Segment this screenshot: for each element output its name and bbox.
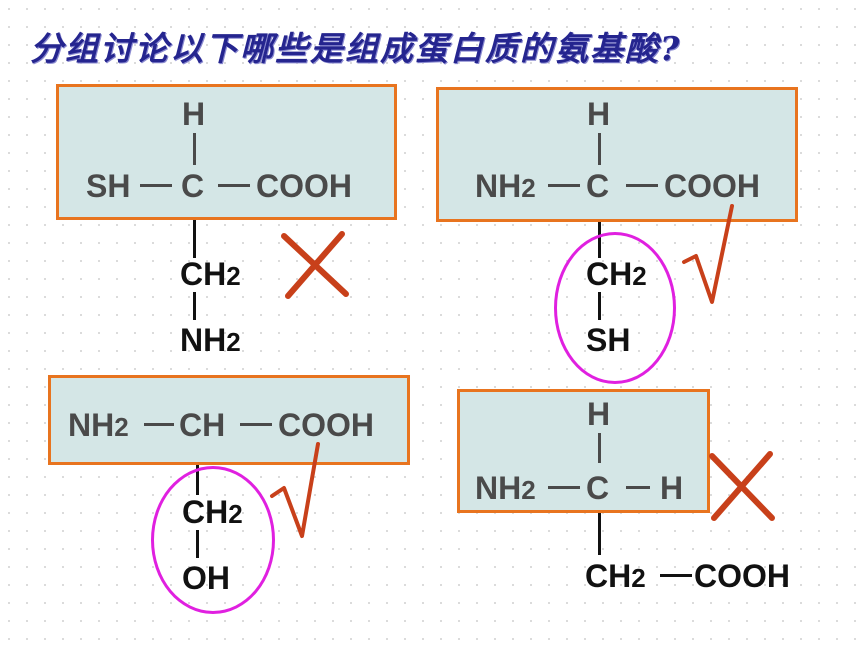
mol2-side-chain-1: CH2 <box>586 256 647 292</box>
molecule-4-box <box>457 389 710 513</box>
page-title: 分组讨论以下哪些是组成蛋白质的氨基酸? <box>30 29 682 68</box>
molecule-2-box <box>436 87 798 222</box>
mol4-bond-top <box>598 433 601 463</box>
mol1-bond-right <box>218 184 250 187</box>
molecule-3-box <box>48 375 410 465</box>
mol1-bond-left <box>140 184 172 187</box>
molecule-1-box <box>56 84 397 220</box>
mol4-left-group: NH2 <box>475 470 536 506</box>
mol3-check-mark <box>270 442 320 538</box>
mol4-central-atom: C <box>586 470 610 506</box>
mol3-left-group: NH2 <box>68 407 129 443</box>
mol2-bond-left <box>548 184 580 187</box>
mol1-side-chain-1: CH2 <box>180 256 241 292</box>
mol4-side-chain-1: CH2 <box>585 558 646 594</box>
mol2-bond-right <box>626 184 658 187</box>
mol4-bond-right <box>626 486 650 489</box>
mol2-side-chain-2: SH <box>586 322 631 358</box>
mol4-h-atom: H <box>587 396 611 432</box>
mol4-cross-mark <box>709 451 775 521</box>
mol2-highlight-ring <box>554 232 676 384</box>
mol1-bond-side <box>193 292 196 320</box>
mol2-bond-top <box>598 133 601 165</box>
mol3-bond-left <box>144 423 174 426</box>
mol1-central-atom: C <box>181 168 205 204</box>
mol3-side-chain-2: OH <box>182 560 230 596</box>
mol2-h-atom: H <box>587 96 611 132</box>
mol3-central-atom: CH <box>179 407 226 443</box>
mol2-left-group: NH2 <box>475 168 536 204</box>
mol4-bond-left <box>548 486 580 489</box>
mol1-bond-down <box>193 220 196 258</box>
mol4-bond-side <box>660 574 692 577</box>
mol1-right-group: COOH <box>256 168 352 204</box>
mol2-right-group: COOH <box>664 168 760 204</box>
mol1-side-chain-2: NH2 <box>180 322 241 358</box>
mol2-bond-side <box>598 292 601 320</box>
mol3-bond-right <box>240 423 272 426</box>
mol1-bond-top <box>193 133 196 165</box>
mol4-right-group: H <box>660 470 684 506</box>
mol4-bond-down <box>598 513 601 555</box>
mol2-central-atom: C <box>586 168 610 204</box>
mol4-side-chain-2: COOH <box>694 558 790 594</box>
mol3-highlight-ring <box>151 466 275 614</box>
mol1-cross-mark <box>281 231 349 299</box>
mol2-check-mark <box>682 204 734 304</box>
mol3-right-group: COOH <box>278 407 374 443</box>
mol1-left-group: SH <box>86 168 131 204</box>
mol1-h-atom: H <box>182 96 206 132</box>
mol3-side-chain-1: CH2 <box>182 494 243 530</box>
mol3-bond-side <box>196 530 199 558</box>
